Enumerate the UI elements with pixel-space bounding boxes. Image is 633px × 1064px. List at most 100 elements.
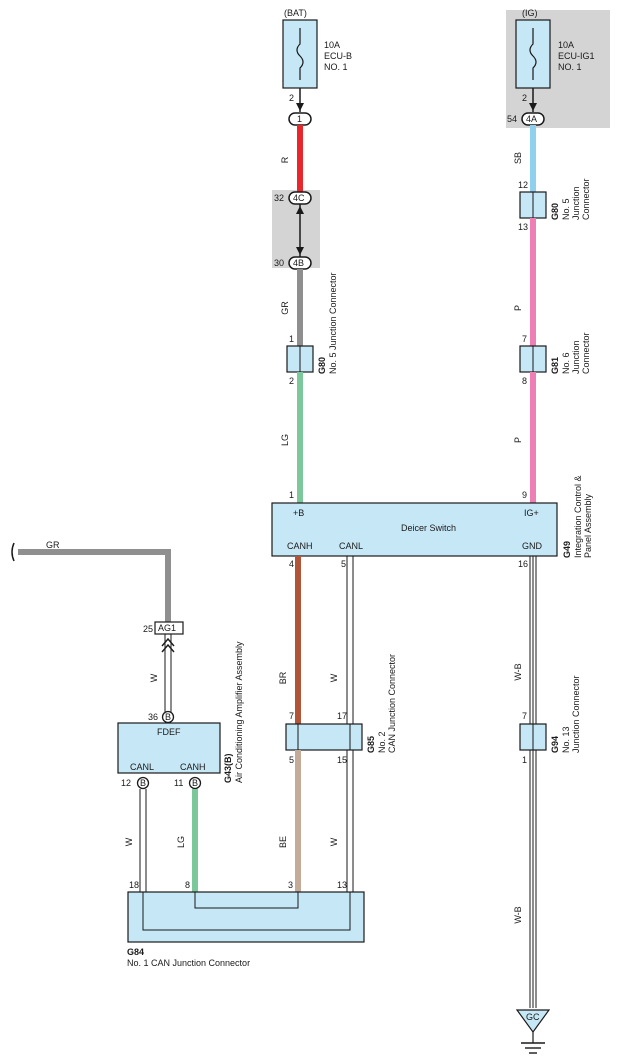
ac-connector-12: [136, 776, 150, 790]
wire-p-upper-label: P: [513, 305, 523, 311]
ig-source-label: (IG): [522, 8, 538, 18]
ac-canh: CANH: [180, 762, 206, 772]
g85-line1: No. 2: [377, 731, 387, 753]
deicer-pin-9: 9: [522, 490, 527, 500]
g81-code: G81: [550, 357, 560, 374]
ac-pin-11: 11: [174, 778, 183, 788]
g85-box: [285, 723, 363, 751]
g85-pin-br: 15: [337, 755, 347, 765]
g84-pin-18: 18: [129, 880, 139, 890]
connector-4b-pin: 30: [274, 258, 284, 268]
g84-box: [127, 891, 365, 943]
g94-pin-top: 7: [522, 711, 527, 721]
ac-title: FDEF: [157, 727, 181, 737]
deicer-switch-box: [271, 502, 558, 557]
g43-code: G43(B): [223, 753, 233, 783]
wire-break-icon: [11, 542, 15, 562]
g81-pin-top: 7: [522, 334, 527, 344]
deicer-pin-4: 4: [289, 559, 294, 569]
deicer-plus-b: +B: [293, 508, 304, 518]
g84-canh-bus: [194, 892, 299, 909]
fuse-ecu-ig1-name: ECU-IG1: [558, 51, 595, 61]
wire-gr-label: GR: [280, 301, 290, 315]
g84-pin-8: 8: [185, 880, 190, 890]
fuse-ecu-b-name: ECU-B: [324, 51, 352, 61]
ac-canl: CANL: [130, 762, 154, 772]
connector-ag1-code: AG1: [158, 623, 176, 633]
connector-4a-code: 4A: [526, 114, 537, 124]
connector-4c-code: 4C: [293, 193, 305, 203]
deicer-canh: CANH: [287, 541, 313, 551]
deicer-pin-1: 1: [289, 490, 294, 500]
g85-pin-tl: 7: [289, 711, 294, 721]
fuse-ecu-b-number: NO. 1: [324, 62, 348, 72]
g80-left-name: No. 5 Junction Connector: [328, 272, 338, 374]
deicer-canl: CANL: [339, 541, 363, 551]
ac-connector-36-code: B: [165, 712, 171, 722]
g85-pin-bl: 5: [289, 755, 294, 765]
wire-w-lower-right-label: W: [329, 837, 339, 846]
ac-connector-11-code: B: [192, 778, 198, 788]
g85-code: G85: [366, 736, 376, 753]
ac-connector-12-code: B: [140, 778, 146, 788]
connector-4a-pin: 54: [507, 114, 517, 124]
deicer-ig-plus: IG+: [524, 508, 539, 518]
g84-pin-13: 13: [337, 880, 347, 890]
g94-code: G94: [550, 736, 560, 753]
wire-sb-label: SB: [513, 152, 523, 164]
wire-lg-bottom-label: LG: [176, 836, 186, 848]
g84-code: G84: [127, 947, 144, 957]
ac-amplifier-box: [117, 722, 221, 774]
bat-arrow-icon: [296, 103, 304, 111]
wire-r-label: R: [280, 156, 290, 163]
g94-pin-bottom: 1: [522, 755, 527, 765]
fuse-ecu-b-symbol: [296, 28, 304, 80]
deicer-pin-5: 5: [341, 559, 346, 569]
g81-line1: No. 6: [561, 352, 571, 374]
ground-label: GC: [526, 1012, 540, 1022]
connector-4c-pin: 32: [274, 193, 284, 203]
fuse-ecu-ig1-number: NO. 1: [558, 62, 582, 72]
g85-pin-tr: 17: [337, 711, 347, 721]
wire-br-label: BR: [278, 671, 288, 684]
g84-name: No. 1 CAN Junction Connector: [127, 958, 250, 968]
fuse-ecu-b-amp: 10A: [324, 40, 340, 50]
splice-arrow-down-icon: [296, 247, 304, 255]
connector-ag1: [154, 621, 184, 635]
g84-pin-3: 3: [288, 880, 293, 890]
g85-line2: CAN Junction Connector: [387, 654, 397, 753]
wire-wb-lower-label: W-B: [513, 906, 523, 923]
ac-pin-36: 36: [148, 712, 158, 722]
g81-pin-bottom: 8: [522, 376, 527, 386]
wire-gr-left-label: GR: [46, 540, 60, 550]
wire-w-lower-left-label: W: [124, 837, 134, 846]
deicer-pin-16: 16: [518, 559, 528, 569]
g49-line1: Integration Control &: [573, 475, 583, 558]
ig-arrow-icon: [529, 103, 537, 111]
g80-right-pin-top: 12: [518, 180, 528, 190]
g81-line3: Connector: [581, 332, 591, 374]
g49-code: G49: [562, 541, 572, 558]
fuse-ecu-ig1-pin: 2: [522, 93, 527, 103]
wire-wb-upper-label: W-B: [513, 663, 523, 680]
deicer-title: Deicer Switch: [401, 523, 456, 533]
fuse-ecu-b-pin: 2: [289, 93, 294, 103]
ac-connector-11: [188, 776, 202, 790]
g84-canl-bus: [142, 892, 351, 931]
g80-left-code: G80: [317, 357, 327, 374]
g94-line2: Junction Connector: [571, 675, 581, 753]
g43-name: Air Conditioning Amplifier Assembly: [234, 641, 244, 783]
wire-be-label: BE: [278, 836, 288, 848]
g94-line1: No. 13: [561, 726, 571, 753]
bat-source-label: (BAT): [284, 8, 307, 18]
ag1-chevron-icon: [161, 637, 175, 653]
g80-left-pin-top: 1: [289, 334, 294, 344]
wire-p-lower-label: P: [513, 437, 523, 443]
wire-w-fdef-label: W: [149, 673, 159, 682]
ac-pin-12: 12: [121, 778, 131, 788]
g80-right-line1: No. 5: [561, 198, 571, 220]
deicer-gnd: GND: [522, 541, 543, 551]
splice-arrow-up-icon: [296, 206, 304, 214]
g80-left-pin-bottom: 2: [289, 376, 294, 386]
g80-right-line2: Junction: [571, 186, 581, 220]
